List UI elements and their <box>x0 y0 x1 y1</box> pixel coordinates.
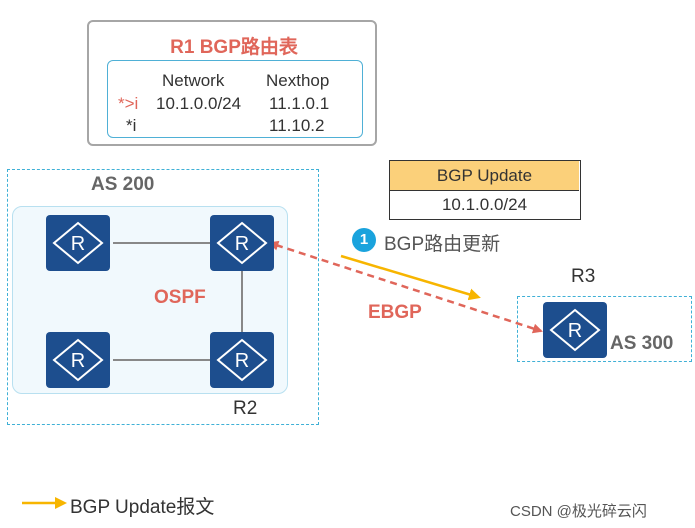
route-flags: *>i <box>118 94 139 113</box>
svg-text:R: R <box>235 350 249 372</box>
router-icon: R <box>543 302 607 358</box>
router-icon: R <box>210 332 274 388</box>
routing-table-panel: R1 BGP路由表 Network Nexthop *>i 10.1.0.0/2… <box>87 20 377 146</box>
router-icon: R <box>210 215 274 271</box>
ebgp-link <box>268 240 543 334</box>
step-number-badge: 1 <box>352 228 376 252</box>
step-description: BGP路由更新 <box>384 234 501 255</box>
route-network: 10.1.0.0/24 <box>156 94 242 113</box>
svg-text:R: R <box>71 233 85 255</box>
route-nexthop: 11.1.0.1 <box>269 94 330 113</box>
as200-label: AS 200 <box>91 174 155 195</box>
routing-table: Network Nexthop *>i 10.1.0.0/24 11.1.0.1… <box>107 60 363 138</box>
bgp-update-arrow <box>340 254 481 301</box>
bgp-update-header: BGP Update <box>390 161 579 191</box>
column-header-nexthop: Nexthop <box>266 71 330 90</box>
r3-label: R3 <box>571 266 596 287</box>
as300-label: AS 300 <box>610 333 674 354</box>
bgp-update-packet: BGP Update 10.1.0.0/24 <box>389 160 581 220</box>
route-nexthop: 11.10.2 <box>269 116 325 135</box>
ebgp-label: EBGP <box>368 302 422 323</box>
router-icon: R <box>46 215 110 271</box>
svg-text:R: R <box>235 233 249 255</box>
bgp-update-prefix: 10.1.0.0/24 <box>441 195 528 214</box>
r2-label: R2 <box>233 398 258 419</box>
router-icon: R <box>46 332 110 388</box>
routing-table-title: R1 BGP路由表 <box>170 37 298 58</box>
legend-label: BGP Update报文 <box>70 497 215 518</box>
svg-text:R: R <box>568 320 582 342</box>
column-header-network: Network <box>162 71 225 90</box>
ospf-label: OSPF <box>154 287 206 308</box>
watermark: CSDN @极光碎云闪 <box>510 503 647 520</box>
route-flags: *i <box>126 116 137 135</box>
svg-text:R: R <box>71 350 85 372</box>
